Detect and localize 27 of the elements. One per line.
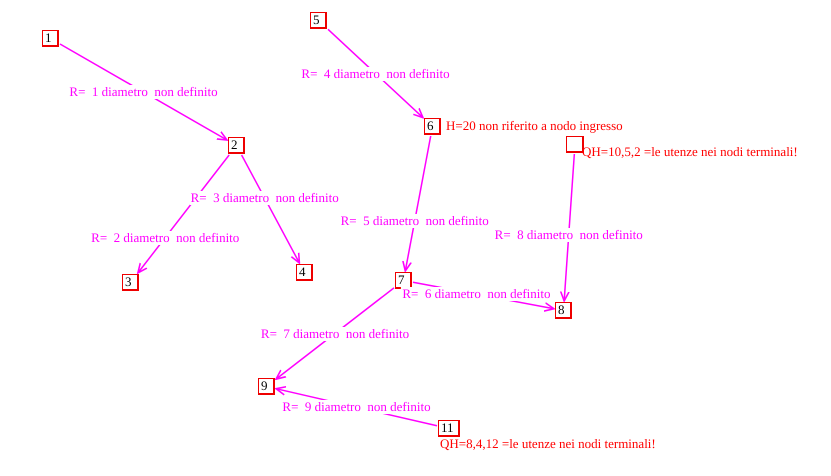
connector-arrow (240, 154, 300, 264)
node-box: 4 (296, 264, 313, 281)
edge-label: R= 4 diametro non definito (300, 66, 451, 80)
edge-label: R= 2 diametro non definito (90, 230, 240, 245)
node-box: 1 (42, 30, 59, 47)
node-box: 11 (438, 420, 460, 437)
node-box: 9 (258, 378, 275, 395)
edge-label: R= 3 diametro non definito (190, 191, 340, 206)
edge-label: R= 7 diametro non definito (260, 326, 410, 340)
node-box: 7 (395, 272, 412, 289)
annotation-text: QH=8,4,12 =le utenze nei nodi terminali! (440, 436, 656, 451)
annotation-text: H=20 non riferito a nodo ingresso (446, 118, 623, 133)
node-box (566, 136, 584, 153)
connector-arrow (560, 154, 576, 302)
edge-label: R= 6 diametro non definito (401, 287, 552, 302)
edge-label: R= 8 diametro non definito (494, 228, 644, 242)
edge-label: R= 5 diametro non definito (340, 214, 490, 228)
node-box: 3 (122, 274, 139, 291)
node-box: 6 (424, 118, 441, 135)
node-box: 8 (555, 302, 572, 319)
edge-label: R= 9 diametro non definito (281, 400, 432, 414)
node-box: 2 (228, 137, 245, 154)
connector-arrow (60, 43, 228, 141)
edge-label: R= 1 diametro non definito (68, 85, 219, 99)
node-box: 5 (310, 12, 327, 29)
annotation-text: QH=10,5,2 =le utenze nei nodi terminali! (582, 144, 798, 159)
connector-arrow (402, 136, 432, 272)
